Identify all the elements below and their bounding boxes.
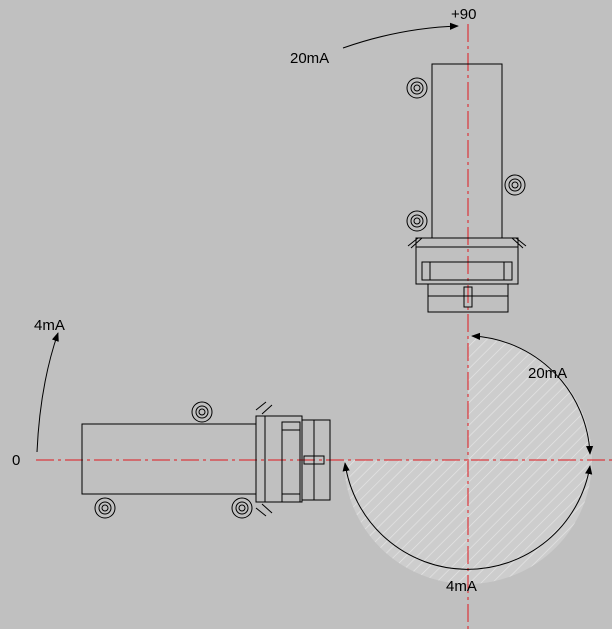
bolt-icon xyxy=(94,497,116,519)
bolt-icon xyxy=(406,77,428,99)
label-4mA-left: 4mA xyxy=(34,317,65,334)
label-20mA-top: 20mA xyxy=(290,50,329,67)
bolt-icon xyxy=(504,174,526,196)
arrow-20mA-right xyxy=(471,332,594,455)
bolt-icon xyxy=(406,210,428,232)
centerlines xyxy=(36,24,612,629)
arrow-20mA-top xyxy=(342,22,459,49)
label-20mA-right: 20mA xyxy=(528,365,567,382)
bolt-icon xyxy=(191,401,213,423)
label-plus90: +90 xyxy=(451,6,476,23)
arrow-4mA-left xyxy=(36,332,59,453)
actuator-horizontal xyxy=(81,401,331,519)
bolt-icon xyxy=(231,497,253,519)
label-4mA-bottom: 4mA xyxy=(446,578,477,595)
actuator-vertical xyxy=(406,63,527,313)
label-zero: 0 xyxy=(12,452,20,469)
rotation-arrows xyxy=(36,22,594,570)
arrow-4mA-bottom xyxy=(342,462,593,570)
